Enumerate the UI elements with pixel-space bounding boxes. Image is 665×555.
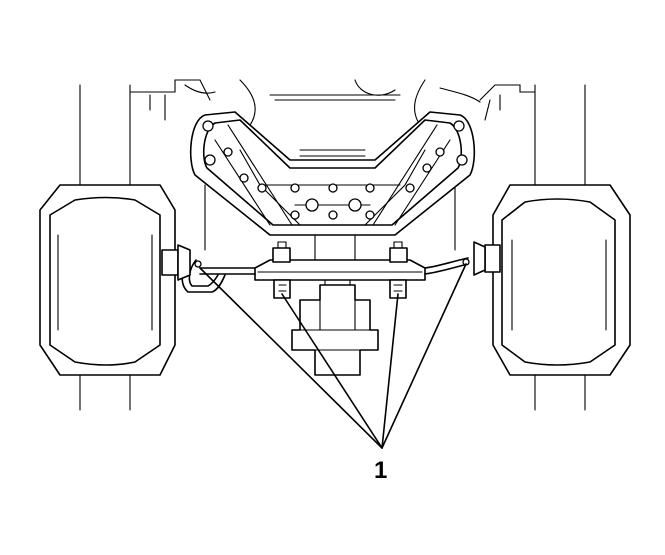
exhaust-support-bar xyxy=(161,241,501,299)
crossmember-bracket xyxy=(189,111,476,236)
callout-leaders xyxy=(199,263,467,449)
chassis-background xyxy=(79,79,586,411)
left-tire xyxy=(39,184,176,376)
right-tire xyxy=(492,184,631,376)
callout-label-1: 1 xyxy=(374,457,387,484)
transmission-lower xyxy=(291,264,379,376)
